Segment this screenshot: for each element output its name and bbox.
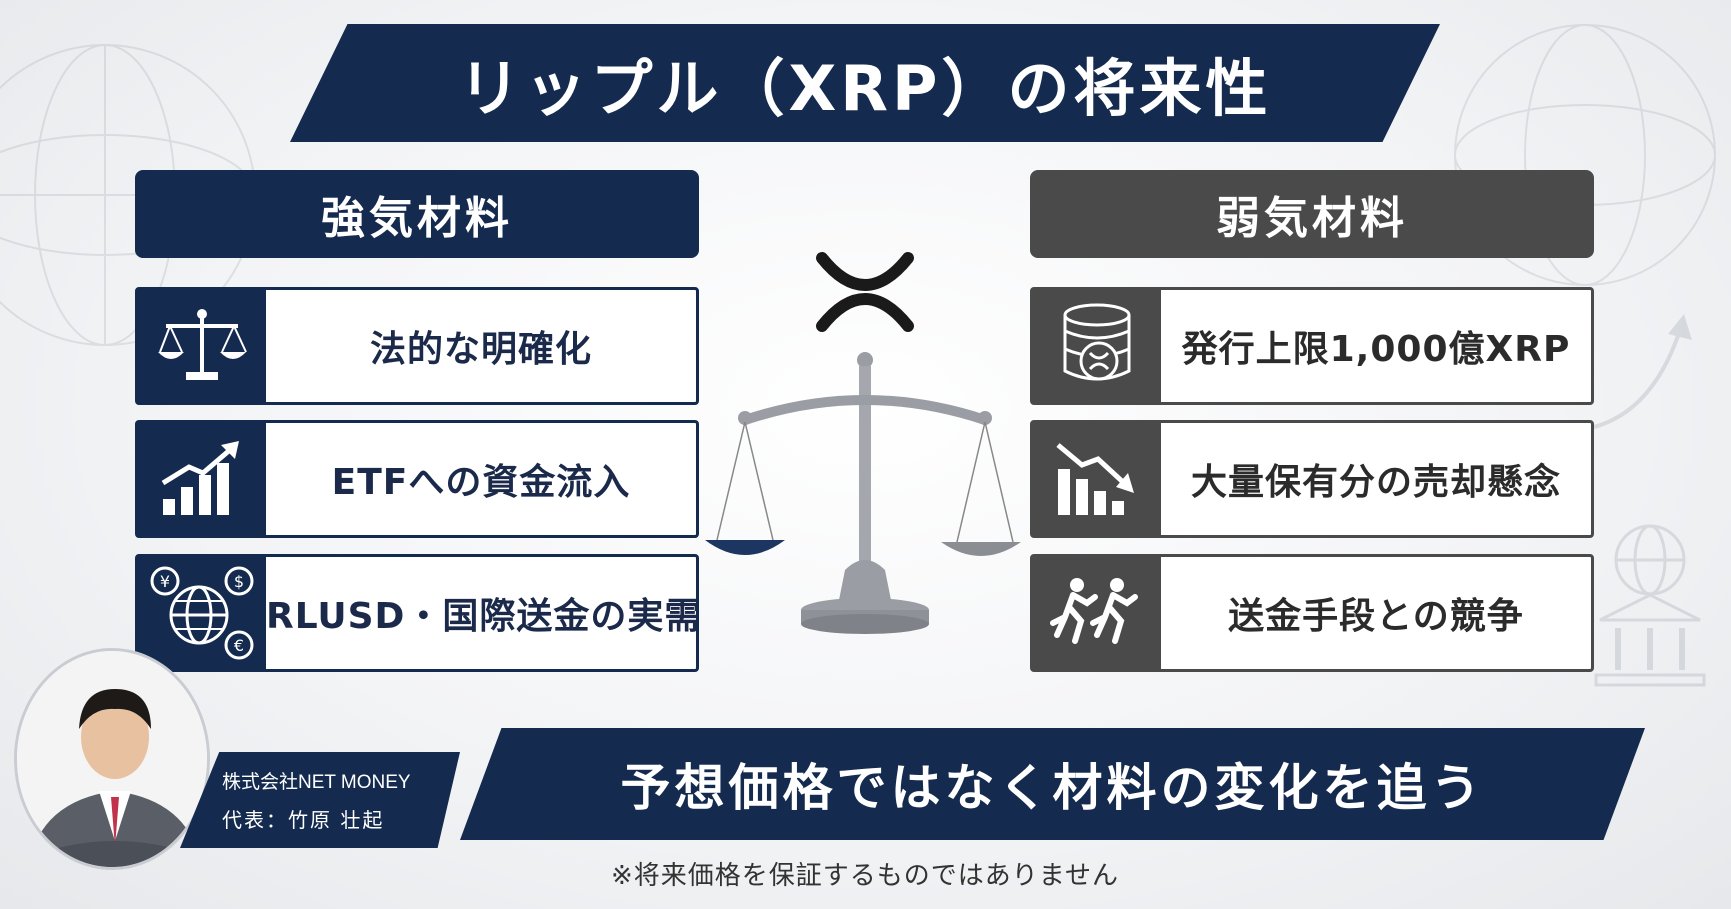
bear-item-label: 発行上限1,000億XRP: [1181, 329, 1571, 370]
title-banner: リップル（XRP）の将来性: [290, 24, 1440, 142]
presenter-avatar: [14, 648, 210, 870]
conclusion-banner: 予想価格ではなく材料の変化を追う: [460, 728, 1645, 840]
background-bank-icon: [1594, 524, 1706, 687]
presenter-name: 代表：竹原 壮起: [222, 808, 385, 832]
company-name: 株式会社NET MONEY: [222, 772, 411, 793]
xrp-balance-illustration: [705, 252, 1021, 634]
bar-chart-up-icon: [161, 441, 239, 515]
bear-item-label: 大量保有分の売却懸念: [1190, 462, 1561, 503]
xrp-logo-icon: [816, 252, 914, 332]
presenter-photo: [17, 651, 207, 867]
bear-item-label: 送金手段との競争: [1228, 596, 1524, 637]
bull-item-label: 法的な明確化: [369, 329, 592, 370]
presenter-tag: 株式会社NET MONEY 代表：竹原 壮起: [180, 752, 460, 848]
coin-stack-icon: [1063, 303, 1131, 381]
bear-item-issuance-cap: 発行上限1,000億XRP: [1030, 287, 1594, 405]
bull-item-legal-clarity: 法的な明確化: [135, 287, 699, 405]
svg-text:¥: ¥: [160, 572, 170, 591]
balance-scale-icon: [705, 352, 1021, 634]
bar-chart-down-icon: [1056, 443, 1134, 515]
bear-item-large-holder-selling: 大量保有分の売却懸念: [1030, 420, 1594, 538]
globe-currency-icon: ¥ $ €: [150, 566, 254, 660]
bull-header: 強気材料: [135, 170, 699, 258]
bear-item-competition: 送金手段との競争: [1030, 554, 1594, 672]
disclaimer-text: ※将来価格を保証するものではありません: [610, 861, 1119, 891]
conclusion-text: 予想価格ではなく材料の変化を追う: [620, 759, 1485, 817]
page-title: リップル（XRP）の将来性: [458, 52, 1272, 125]
svg-text:€: €: [234, 636, 244, 655]
bear-header: 弱気材料: [1030, 170, 1594, 258]
bull-item-rlusd-remittance: ¥ $ € RLUSD・国際送金の実需: [135, 554, 702, 672]
bull-item-label: RLUSD・国際送金の実需: [266, 596, 702, 637]
svg-text:$: $: [234, 572, 244, 591]
bull-item-label: ETFへの資金流入: [331, 462, 631, 503]
scales-icon: [158, 309, 247, 380]
bull-item-etf-inflow: ETFへの資金流入: [135, 420, 699, 538]
runners-icon: [1050, 578, 1138, 644]
background-arrow-up: [1579, 314, 1692, 432]
